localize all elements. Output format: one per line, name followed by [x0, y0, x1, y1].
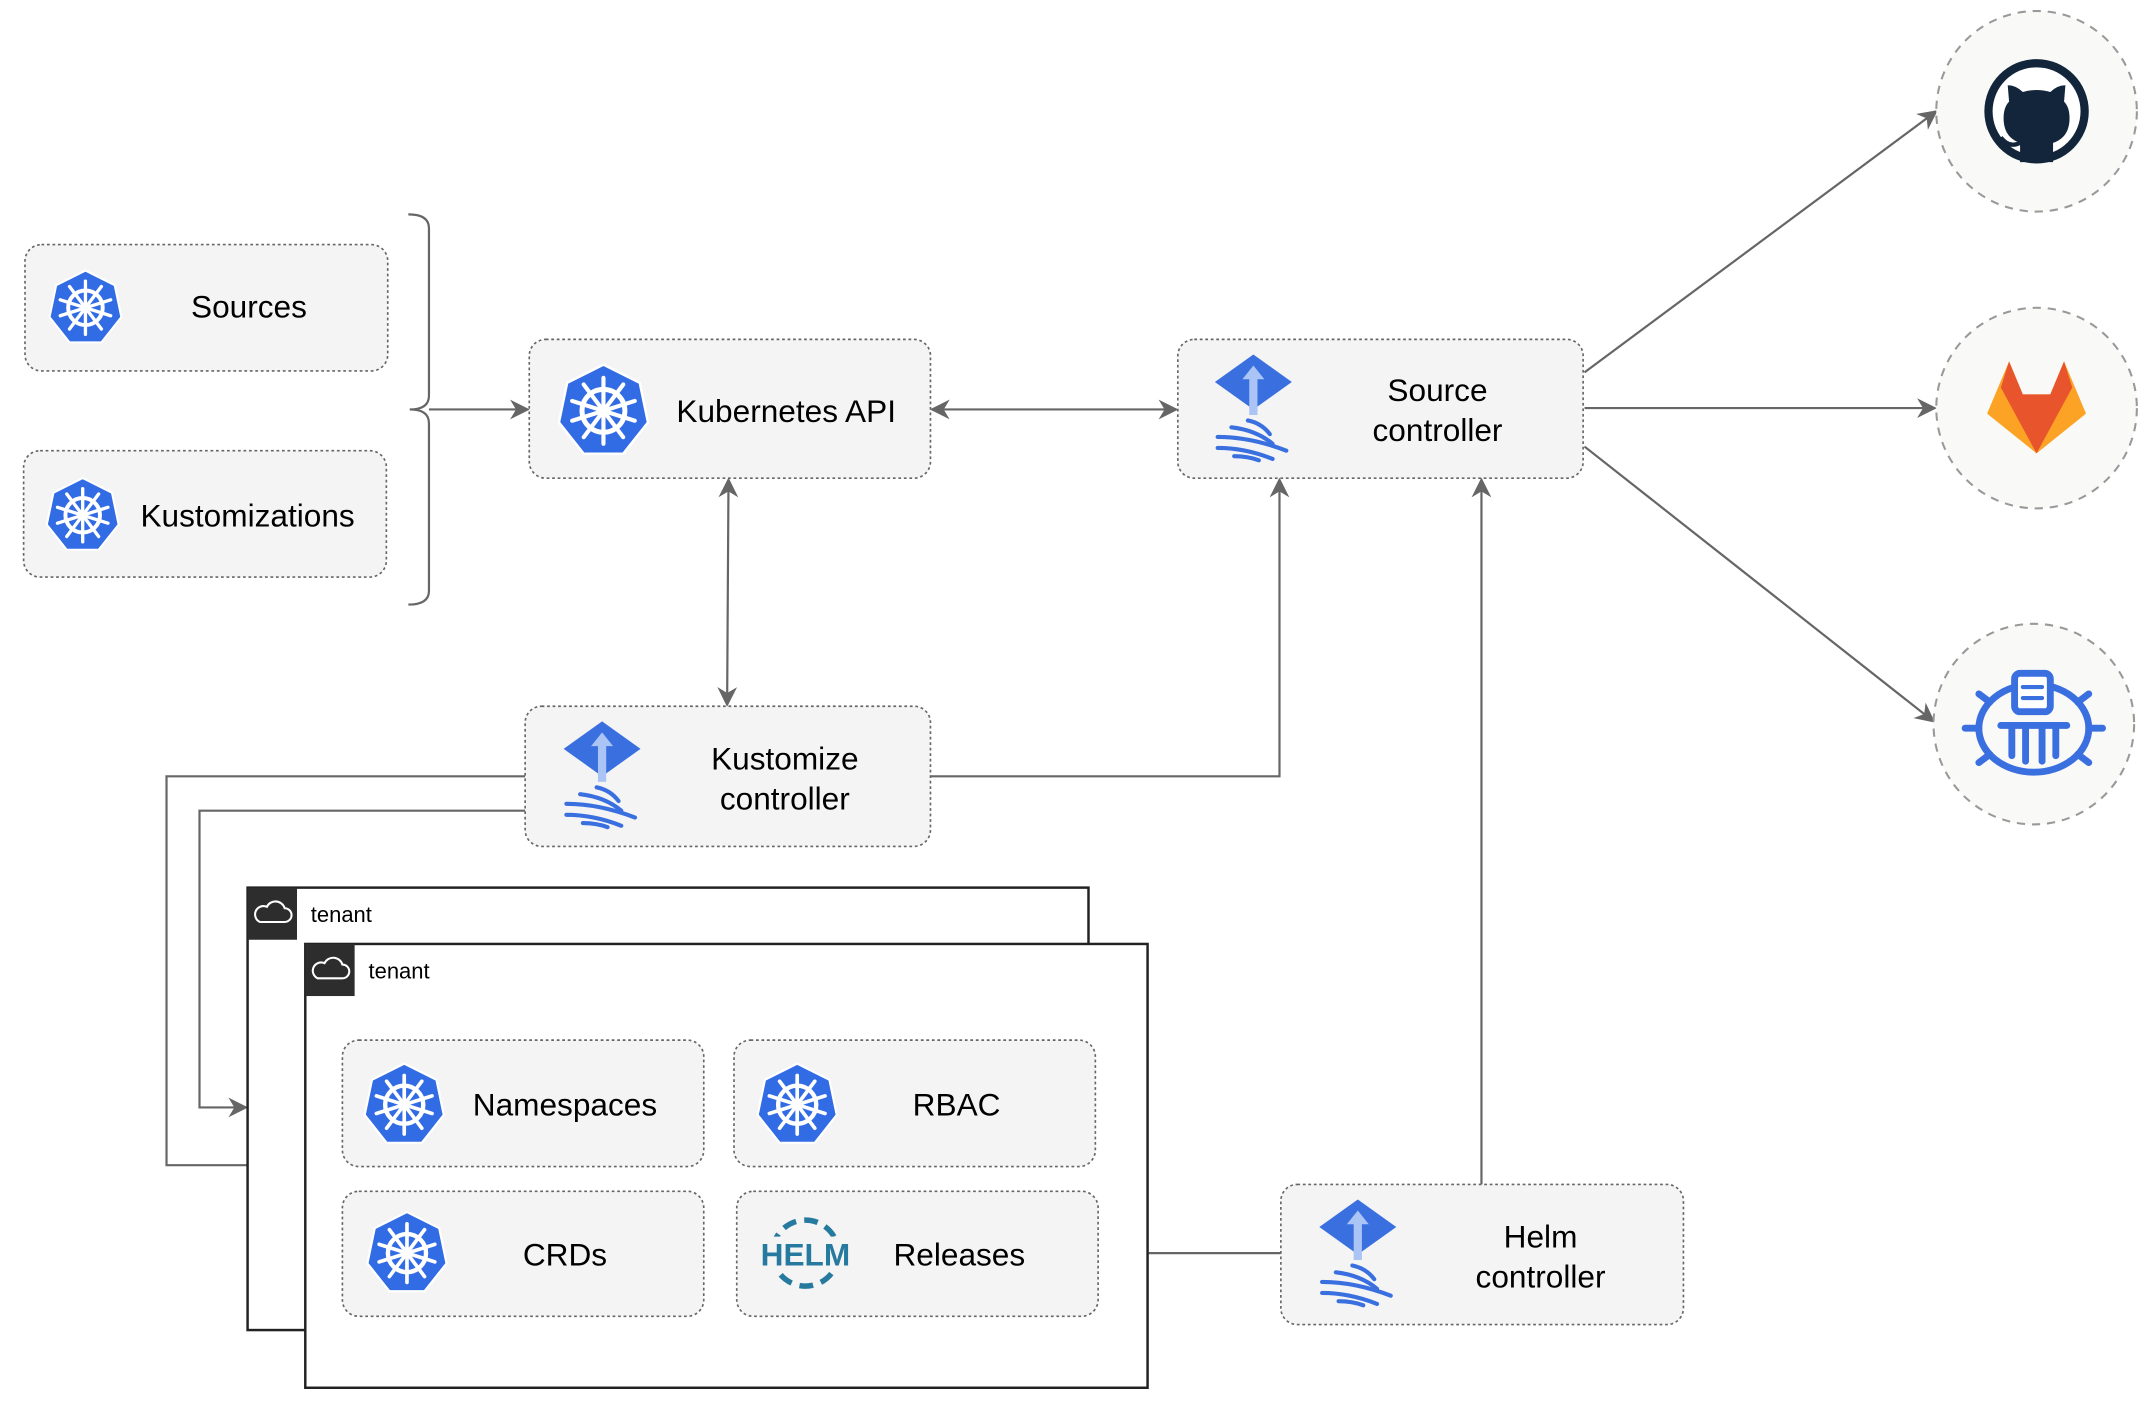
- namespaces-box[interactable]: Namespaces: [341, 1039, 705, 1168]
- bucket-icon: [1961, 669, 2106, 776]
- crds-label: CRDs: [523, 1236, 607, 1272]
- cloud-icon: [247, 887, 298, 940]
- github-icon: [1984, 59, 2089, 164]
- helm-controller-label-line2: controller: [1476, 1258, 1606, 1294]
- kustomizations-label: Kustomizations: [140, 497, 354, 533]
- bucket-source[interactable]: [1932, 622, 2136, 826]
- source-controller-label-line2: controller: [1373, 412, 1503, 448]
- tenant-label: tenant: [311, 902, 372, 927]
- edge-source-to-bucket: [1583, 445, 1936, 723]
- source-controller-label-line1: Source: [1387, 372, 1487, 408]
- kustomize-controller-box[interactable]: Kustomize controller: [524, 705, 932, 848]
- rbac-label: RBAC: [913, 1087, 1001, 1123]
- kustomize-controller-label-line2: controller: [720, 780, 850, 816]
- crds-box[interactable]: CRDs: [341, 1190, 705, 1318]
- kubernetes-api-label: Kubernetes API: [676, 393, 896, 429]
- edge-kustomize-to-tenant-back: [198, 809, 526, 1118]
- github-source[interactable]: [1935, 9, 2138, 213]
- cloud-icon: [305, 943, 355, 997]
- source-controller-box[interactable]: Source controller: [1176, 338, 1584, 479]
- namespaces-label: Namespaces: [473, 1087, 657, 1123]
- releases-box[interactable]: HELM Releases: [735, 1190, 1099, 1318]
- edge-source-to-github: [1583, 110, 1938, 374]
- helm-controller-box[interactable]: Helm controller: [1280, 1183, 1685, 1326]
- brace: [408, 213, 431, 606]
- kustomizations-box[interactable]: Kustomizations: [22, 449, 388, 578]
- helm-logo-text: HELM: [761, 1236, 851, 1272]
- gitlab-source[interactable]: [1935, 306, 2138, 510]
- tenant-label: tenant: [369, 958, 430, 983]
- kubernetes-api-box[interactable]: Kubernetes API: [528, 338, 932, 479]
- rbac-box[interactable]: RBAC: [733, 1039, 1097, 1168]
- edge-api-kustomize-controller: [717, 477, 739, 707]
- helm-icon: HELM: [758, 1217, 853, 1289]
- edge-kustomize-to-tenant-front: [165, 775, 526, 1176]
- sources-label: Sources: [191, 288, 307, 324]
- helm-controller-label-line1: Helm: [1504, 1219, 1578, 1255]
- kustomize-controller-label-line1: Kustomize: [711, 740, 858, 776]
- gitlab-icon: [1987, 361, 2087, 454]
- edge-kustomize-to-source: [930, 477, 1290, 778]
- sources-box[interactable]: Sources: [24, 243, 389, 372]
- releases-label: Releases: [893, 1236, 1025, 1272]
